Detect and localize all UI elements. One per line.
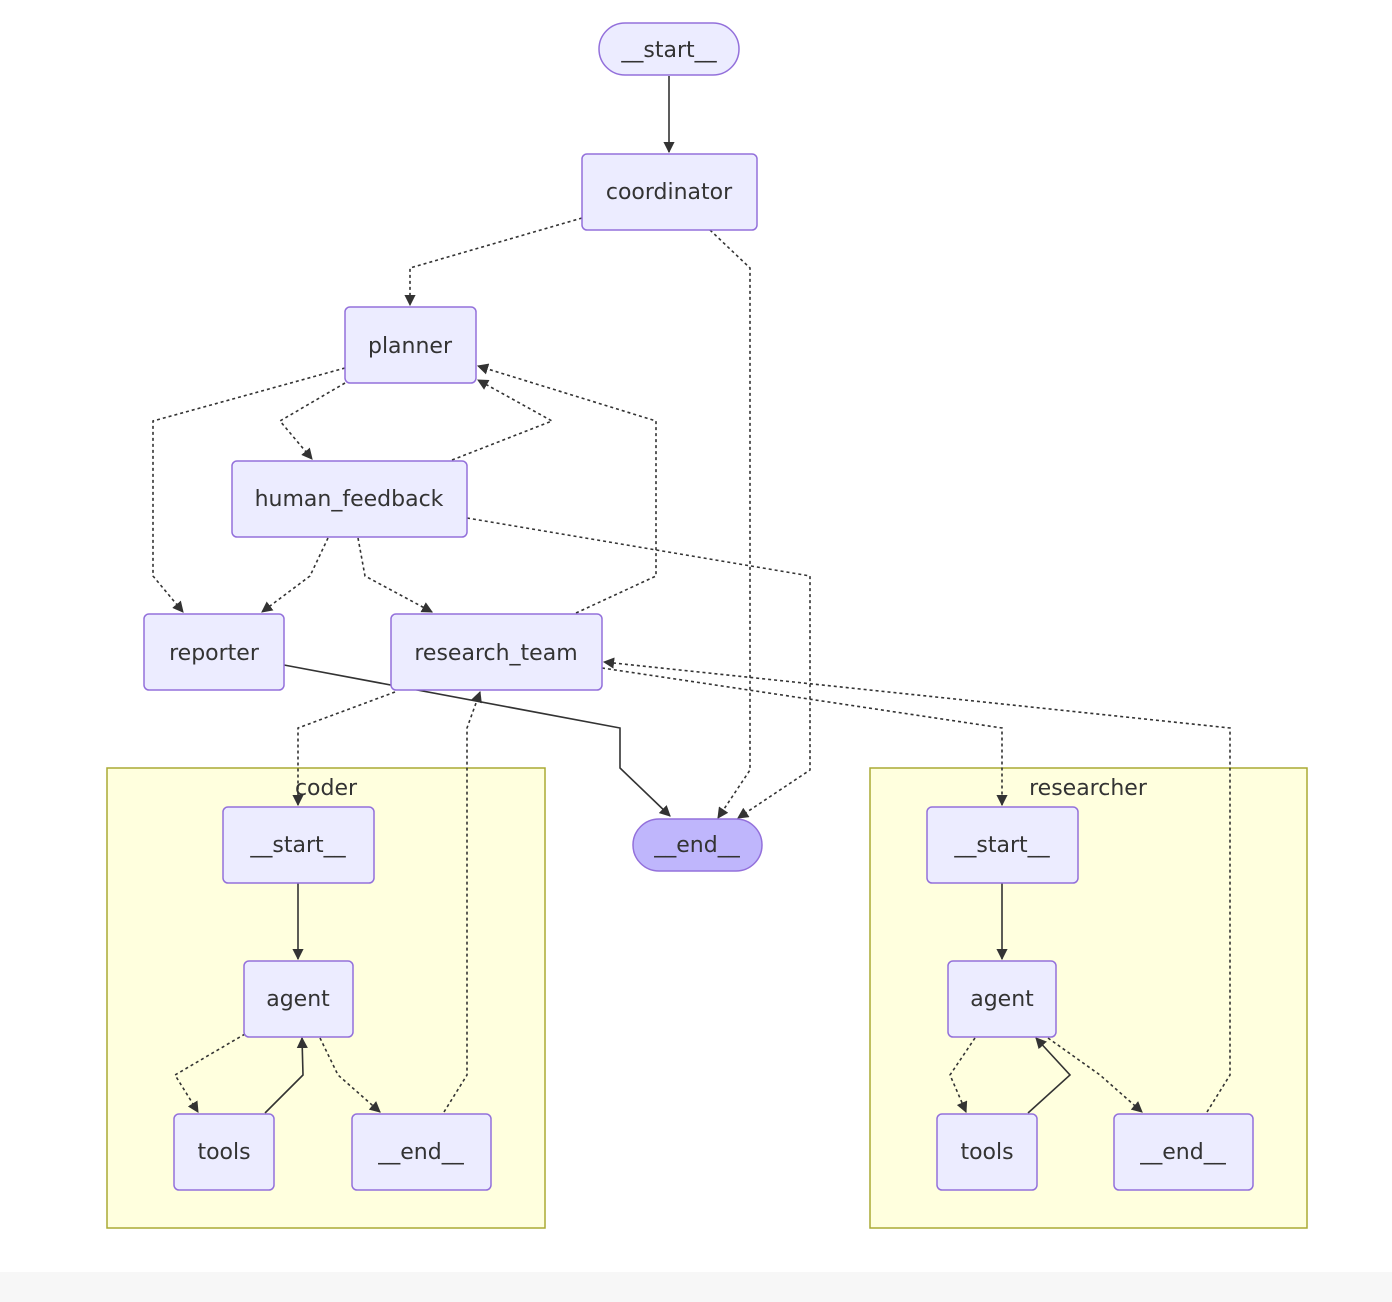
- node-research-team[interactable]: research_team: [390, 613, 603, 691]
- edge-human-feedback-reporter: [261, 537, 329, 613]
- workflow-diagram: coder researcher __start__: [106, 22, 1308, 1229]
- researcher-node-start[interactable]: __start__: [926, 806, 1079, 884]
- page-bottom-strip: [0, 1272, 1392, 1302]
- coder-node-agent[interactable]: agent: [243, 960, 354, 1038]
- cluster-researcher-label: researcher: [1029, 776, 1148, 801]
- coder-node-start-label: __start__: [249, 833, 346, 858]
- edge-researcher-agent-tools: [949, 1037, 976, 1114]
- edge-human-feedback-end: [466, 517, 811, 819]
- coder-node-end[interactable]: __end__: [351, 1113, 492, 1191]
- edge-coordinator-end: [709, 229, 751, 819]
- edge-research-team-planner: [476, 363, 657, 614]
- node-planner[interactable]: planner: [344, 306, 477, 384]
- edge-research-team-researcher: [601, 667, 1008, 807]
- cluster-coder-label: coder: [295, 776, 358, 801]
- edge-human-feedback-research-team: [357, 537, 433, 613]
- node-human-feedback[interactable]: human_feedback: [231, 460, 468, 538]
- edge-coder-research-team: [443, 690, 482, 1113]
- coder-node-end-label: __end__: [377, 1140, 464, 1165]
- researcher-node-tools[interactable]: tools: [936, 1113, 1038, 1191]
- node-end[interactable]: __end__: [632, 818, 763, 872]
- node-reporter[interactable]: reporter: [143, 613, 285, 691]
- coder-node-start[interactable]: __start__: [222, 806, 375, 884]
- edge-research-team-coder: [292, 691, 396, 807]
- node-coordinator[interactable]: coordinator: [581, 153, 758, 231]
- node-reporter-label: reporter: [169, 641, 260, 666]
- edge-coordinator-planner: [404, 217, 583, 307]
- edge-planner-reporter: [152, 367, 346, 613]
- researcher-node-end[interactable]: __end__: [1113, 1113, 1254, 1191]
- edge-coder-agent-end: [319, 1037, 381, 1113]
- node-coordinator-label: coordinator: [606, 180, 733, 205]
- coder-node-tools-label: tools: [197, 1140, 250, 1165]
- researcher-node-agent[interactable]: agent: [947, 960, 1057, 1038]
- edge-coder-tools-agent: [264, 1036, 308, 1114]
- researcher-node-tools-label: tools: [960, 1140, 1013, 1165]
- node-start[interactable]: __start__: [598, 22, 740, 76]
- node-planner-label: planner: [368, 334, 453, 359]
- researcher-node-agent-label: agent: [970, 987, 1034, 1012]
- node-end-label: __end__: [653, 833, 740, 858]
- edge-planner-human-feedback: [278, 382, 346, 460]
- node-human-feedback-label: human_feedback: [255, 487, 444, 512]
- coder-node-agent-label: agent: [266, 987, 330, 1012]
- edge-reporter-end: [283, 664, 671, 817]
- edge-human-feedback-planner: [451, 379, 554, 461]
- edge-coder-agent-tools: [173, 1033, 246, 1113]
- researcher-node-end-label: __end__: [1139, 1140, 1226, 1165]
- researcher-node-start-label: __start__: [953, 833, 1050, 858]
- node-start-label: __start__: [620, 38, 717, 63]
- coder-node-tools[interactable]: tools: [173, 1113, 275, 1191]
- node-research-team-label: research_team: [414, 641, 577, 666]
- edge-researcher-tools-agent: [1027, 1037, 1072, 1114]
- edge-researcher-research-team: [602, 657, 1231, 1113]
